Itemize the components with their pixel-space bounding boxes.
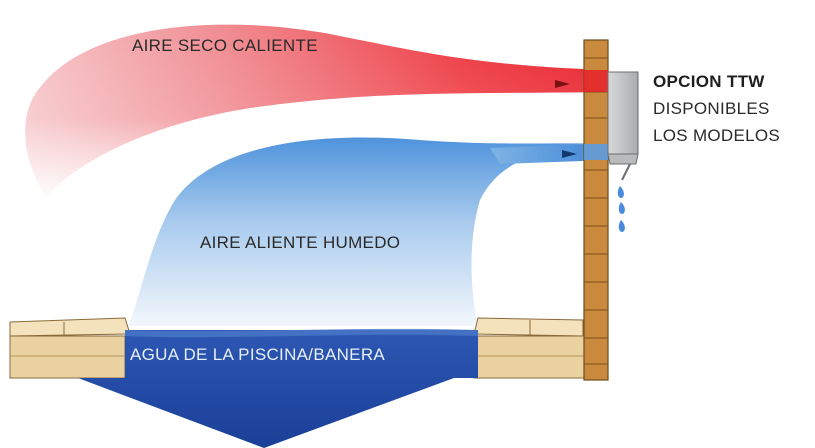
water-drops (617, 186, 625, 232)
brick-wall (583, 39, 609, 381)
ttw-line-1: DISPONIBLES (653, 99, 770, 118)
pool-deck-right (473, 317, 585, 379)
pool-water-label: AGUA DE LA PISCINA/BANERA (130, 345, 386, 364)
ttw-option-note: OPCION TTW DISPONIBLES LOS MODELOS (653, 68, 780, 149)
ttw-unit (607, 71, 639, 181)
water-drop-icon (617, 186, 624, 198)
water-drop-icon (618, 202, 625, 214)
ttw-line-2: LOS MODELOS (653, 126, 781, 145)
arrow-icon (562, 150, 577, 158)
arrow-icon (555, 80, 570, 88)
pool-water (78, 328, 478, 448)
hot-dry-air-label: AIRE SECO CALIENTE (132, 36, 318, 55)
pool-deck-left (9, 317, 131, 379)
warm-humid-air-label: AIRE ALIENTE HUMEDO (200, 233, 401, 252)
warm-humid-air-plume (128, 137, 608, 326)
ttw-title: OPCION TTW (653, 72, 765, 91)
water-drop-icon (618, 220, 625, 232)
hot-dry-air-plume (25, 24, 608, 196)
